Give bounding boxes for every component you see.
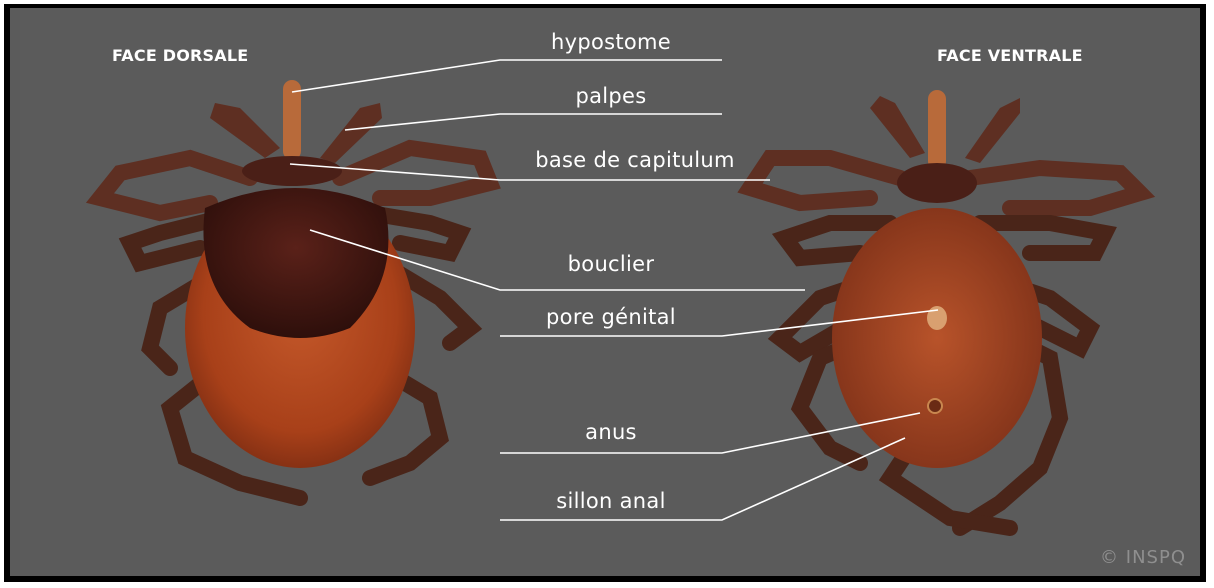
label-base-de-capitulum: base de capitulum bbox=[500, 148, 770, 172]
label-pore-genital: pore génital bbox=[500, 305, 722, 329]
tick-ventral-illustration bbox=[750, 90, 1140, 528]
copyright-credit: © INSPQ bbox=[1100, 547, 1186, 568]
label-bouclier: bouclier bbox=[500, 252, 722, 276]
label-anus: anus bbox=[500, 420, 722, 444]
label-hypostome: hypostome bbox=[500, 30, 722, 54]
tick-dorsal-illustration bbox=[100, 80, 490, 498]
label-palpes: palpes bbox=[500, 84, 722, 108]
heading-face-ventrale: FACE VENTRALE bbox=[937, 46, 1083, 65]
label-sillon-anal: sillon anal bbox=[500, 489, 722, 513]
heading-face-dorsale: FACE DORSALE bbox=[112, 46, 248, 65]
diagram-panel: FACE DORSALE FACE VENTRALE hypostome pal… bbox=[10, 8, 1200, 576]
